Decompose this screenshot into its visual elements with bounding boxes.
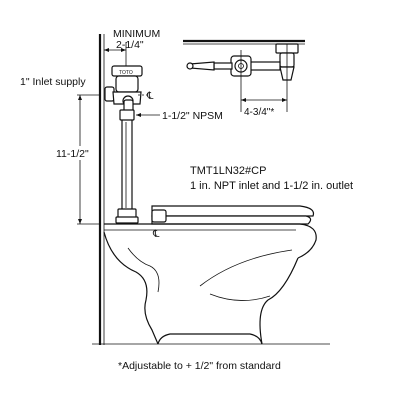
minimum-arrow-right (121, 48, 126, 52)
detail-handle-tip (186, 62, 194, 70)
model-number: TMT1LN32#CP (190, 165, 266, 177)
bowl-base (157, 333, 263, 345)
minimum-dimension-label: 2-1/4" (116, 39, 144, 51)
flush-valve: TOTO (111, 65, 143, 115)
detail-handle-socket (213, 62, 233, 70)
detail-supply-pipe (249, 61, 281, 71)
spud-flange (115, 216, 139, 224)
centerline-symbol-upper: ℄ (146, 91, 154, 102)
brand-mark: TOTO (119, 70, 133, 76)
model-description: 1 in. NPT inlet and 1-1/2 in. outlet (190, 180, 353, 192)
toilet-seat (151, 205, 315, 225)
seat-hinge (151, 209, 167, 223)
bowl-back-contour (103, 231, 159, 345)
npsm-label: 1-1/2" NPSM (162, 110, 223, 122)
bowl-interior-curve (199, 249, 293, 287)
height-arrow-top (78, 95, 82, 100)
offset-dimension-label: 4-3/4"* (244, 107, 274, 118)
bowl-front-contour (259, 257, 299, 345)
toilet-bowl (103, 223, 317, 345)
seat-ring (151, 215, 312, 225)
height-arrow-bottom (78, 219, 82, 224)
height-dimension-label: 11-1/2" (56, 148, 89, 160)
valve-body-upper (115, 75, 139, 93)
offset-arrow-left (241, 98, 246, 102)
top-view-detail: 4-3/4"* (183, 39, 305, 118)
minimum-label: MINIMUM (113, 28, 160, 40)
bowl-water-line (209, 293, 271, 301)
inlet-supply-label: 1" Inlet supply (20, 76, 86, 88)
offset-arrow-right (282, 98, 287, 102)
minimum-arrow-left (104, 48, 109, 52)
npsm-arrow (136, 113, 141, 117)
detail-handle (189, 61, 215, 71)
npsm-coupling (119, 109, 135, 121)
flush-tube (115, 120, 139, 224)
trapway-inner (127, 247, 160, 293)
seat-lid (151, 205, 315, 217)
bowl-rim (104, 223, 317, 259)
centerline-symbol-lower: ℄ (152, 229, 160, 240)
footnote: *Adjustable to + 1/2" from standard (118, 360, 281, 372)
